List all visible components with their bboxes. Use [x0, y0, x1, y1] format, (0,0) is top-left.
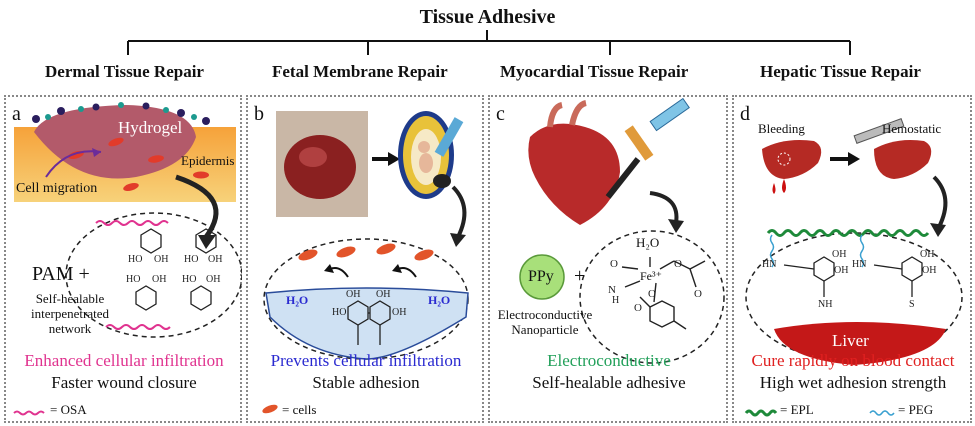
svg-text:OH: OH	[208, 254, 222, 265]
hepatic-illustration: HN HN OH OH OH OH NH S	[744, 118, 963, 417]
panel-d: d HN HN OH OH OH OH NH S	[732, 95, 972, 423]
header-fetal: Fetal Membrane Repair	[272, 62, 448, 81]
panel-a-caption-colored: Enhanced cellular infiltration	[24, 351, 224, 370]
title-tree-lines	[127, 30, 851, 55]
ppy-label: PPy	[528, 268, 554, 285]
svg-text:OH: OH	[376, 289, 390, 300]
panel-b-label: b	[254, 103, 264, 125]
svg-text:OH: OH	[152, 274, 166, 285]
h2o-ligand: H₂O	[636, 235, 660, 250]
svg-text:HO: HO	[128, 254, 142, 265]
epidermis-label: Epidermis	[181, 153, 235, 168]
svg-text:OH: OH	[206, 274, 220, 285]
bleeding-label: Bleeding	[758, 121, 805, 136]
svg-text:HO: HO	[126, 274, 140, 285]
panel-d-caption: High wet adhesion strength	[759, 373, 947, 392]
svg-text:O: O	[634, 302, 642, 314]
dermal-illustration: HO OH HO OH HO OH HO OH	[13, 102, 242, 416]
svg-text:O: O	[648, 288, 656, 300]
panel-c-label: c	[496, 103, 505, 125]
h2o-right: H₂O	[428, 293, 451, 307]
myocardial-illustration: O N H O O O O	[519, 97, 725, 364]
hemostatic-label: Hemostatic	[882, 121, 942, 136]
network-line-3: network	[48, 321, 92, 336]
svg-text:OH: OH	[154, 254, 168, 265]
svg-text:N: N	[608, 284, 616, 296]
svg-text:O: O	[694, 288, 702, 300]
svg-text:HO: HO	[184, 254, 198, 265]
svg-text:O: O	[610, 258, 618, 270]
svg-text:OH: OH	[832, 249, 846, 260]
panel-b-caption-colored: Prevents cellular infiltration	[270, 351, 462, 370]
svg-text:HN: HN	[762, 259, 776, 270]
svg-text:S: S	[909, 299, 915, 310]
svg-text:OH: OH	[392, 307, 406, 318]
panel-c-caption-colored: Electroconductive	[547, 351, 671, 370]
panel-b: b O	[246, 95, 484, 423]
h2o-left: H₂O	[286, 293, 309, 307]
pam-label: PAM +	[32, 263, 90, 285]
nano-line-2: Nanoparticle	[511, 322, 579, 337]
svg-text:HO: HO	[332, 307, 346, 318]
svg-text:NH: NH	[818, 299, 832, 310]
header-hepatic: Hepatic Tissue Repair	[760, 62, 921, 81]
svg-text:OH: OH	[346, 289, 360, 300]
cell-migration-label: Cell migration	[16, 181, 98, 196]
svg-text:H: H	[612, 295, 619, 306]
svg-text:HO: HO	[182, 274, 196, 285]
cells-legend: = cells	[282, 402, 317, 417]
header-myocardial: Myocardial Tissue Repair	[500, 62, 689, 81]
panel-c: c O N H O O O O	[488, 95, 728, 423]
svg-text:O: O	[674, 258, 682, 270]
svg-text:OH: OH	[920, 249, 934, 260]
panel-a: a	[4, 95, 242, 423]
network-line-2: interpenetrated	[31, 306, 109, 321]
panel-c-caption: Self-healable adhesive	[532, 373, 686, 392]
svg-text:HN: HN	[852, 259, 866, 270]
peg-legend: = PEG	[898, 402, 934, 417]
svg-text:OH: OH	[834, 265, 848, 276]
network-line-1: Self-healable	[35, 291, 105, 306]
osa-legend: = OSA	[50, 402, 87, 417]
panel-a-caption: Faster wound closure	[51, 373, 197, 392]
nanoparticle-label: Electroconductive Nanoparticle	[490, 307, 600, 337]
diagram-title: Tissue Adhesive	[419, 6, 556, 28]
panel-b-caption: Stable adhesion	[312, 373, 420, 392]
epl-legend: = EPL	[780, 402, 814, 417]
panel-a-label: a	[12, 103, 21, 125]
nano-line-1: Electroconductive	[497, 307, 593, 322]
network-label: Self-healable interpenetrated network	[20, 291, 120, 336]
header-dermal: Dermal Tissue Repair	[45, 62, 204, 81]
panel-d-label: d	[740, 103, 750, 125]
svg-text:OH: OH	[922, 265, 936, 276]
plus-sign: +	[574, 265, 586, 287]
liver-label: Liver	[832, 331, 869, 350]
fe-ion: Fe³⁺	[640, 269, 662, 283]
panel-d-caption-colored: Cure rapidly on blood contact	[751, 351, 955, 370]
hydrogel-label: Hydrogel	[118, 118, 183, 137]
